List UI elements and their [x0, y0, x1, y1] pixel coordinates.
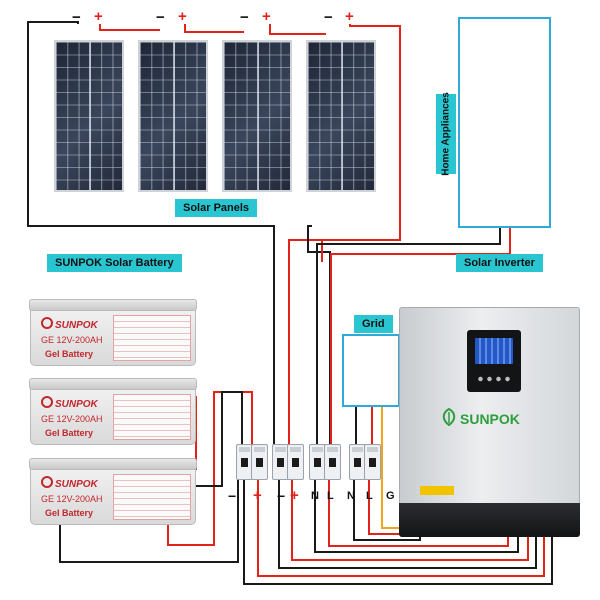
battery-model: GE 12V-200AH — [41, 335, 103, 345]
panel-negative-mark: − — [324, 9, 333, 26]
panel-negative-mark: − — [156, 9, 165, 26]
label-home-appliances: Home Appliances — [436, 92, 456, 176]
battery-lid — [29, 378, 197, 390]
terminal-pv-positive: + — [290, 487, 299, 504]
battery-model: GE 12V-200AH — [41, 494, 103, 504]
terminal-battery-negative: − — [228, 488, 237, 504]
label-solar-battery: SUNPOK Solar Battery — [47, 254, 182, 272]
battery-icon: SUNPOK GE 12V-200AH Gel Battery — [29, 299, 197, 366]
terminal-out-l: L — [327, 490, 334, 502]
battery-model: GE 12V-200AH — [41, 414, 103, 424]
panel-negative-mark: − — [240, 9, 249, 26]
battery-positive-wire — [167, 391, 253, 546]
battery-type: Gel Battery — [45, 508, 94, 518]
terminal-pv-negative: − — [277, 488, 286, 504]
pv-positive-outer-wire — [288, 24, 401, 445]
inverter-brand: SUNPOK — [460, 411, 520, 427]
label-solar-inverter: Solar Inverter — [456, 254, 543, 272]
brand-leaf-icon — [442, 408, 456, 426]
label-solar-panels: Solar Panels — [175, 199, 258, 217]
panel-wires — [27, 21, 401, 445]
label-home-appliances-text: Home Appliances — [440, 92, 452, 176]
terminal-in-l: L — [366, 490, 373, 502]
battery-lid — [29, 458, 197, 470]
battery-logo: SUNPOK — [41, 476, 98, 490]
battery-lid — [29, 299, 197, 311]
terminal-in-n: N — [347, 490, 355, 502]
panel-positive-mark: + — [262, 8, 271, 25]
grid-frame — [342, 334, 400, 407]
inverter-display — [467, 330, 521, 392]
terminal-battery-positive: + — [253, 487, 262, 504]
label-grid: Grid — [354, 315, 393, 333]
battery-type: Gel Battery — [45, 349, 94, 359]
load-wire-black — [316, 228, 501, 445]
panel-positive-mark: + — [94, 8, 103, 25]
breaker-icon — [251, 444, 268, 480]
terminal-out-n: N — [311, 490, 319, 502]
breaker-icon — [364, 444, 381, 480]
solar-panel-icon — [222, 40, 292, 192]
inverter-icon: SUNPOK — [399, 307, 580, 537]
battery-spec-sheet — [113, 394, 191, 440]
panel-positive-mark: + — [178, 8, 187, 25]
ac-wires — [316, 228, 511, 445]
terminal-ground: G — [386, 490, 395, 502]
inverter-warning-label — [420, 486, 454, 495]
battery-logo: SUNPOK — [41, 396, 98, 410]
solar-panel-icon — [306, 40, 376, 192]
breaker-icon — [287, 444, 304, 480]
battery-spec-sheet — [113, 315, 191, 361]
battery-icon: SUNPOK GE 12V-200AH Gel Battery — [29, 378, 197, 445]
home-appliances-frame — [458, 17, 551, 228]
inverter-feed-black — [307, 225, 331, 445]
battery-negative-wire — [59, 480, 239, 563]
solar-panel-icon — [54, 40, 124, 192]
load-wire-red — [330, 228, 511, 445]
inverter-buttons — [476, 374, 512, 384]
panel-negative-mark: − — [72, 9, 81, 26]
inverter-base — [399, 503, 580, 537]
battery-logo: SUNPOK — [41, 317, 98, 331]
battery-type: Gel Battery — [45, 428, 94, 438]
inverter-lcd — [475, 338, 513, 364]
battery-spec-sheet — [113, 474, 191, 520]
pv-negative-outer-wire — [27, 21, 275, 445]
solar-panel-icon — [138, 40, 208, 192]
breaker-icon — [324, 444, 341, 480]
battery-icon: SUNPOK GE 12V-200AH Gel Battery — [29, 458, 197, 525]
panel-positive-mark: + — [345, 8, 354, 25]
